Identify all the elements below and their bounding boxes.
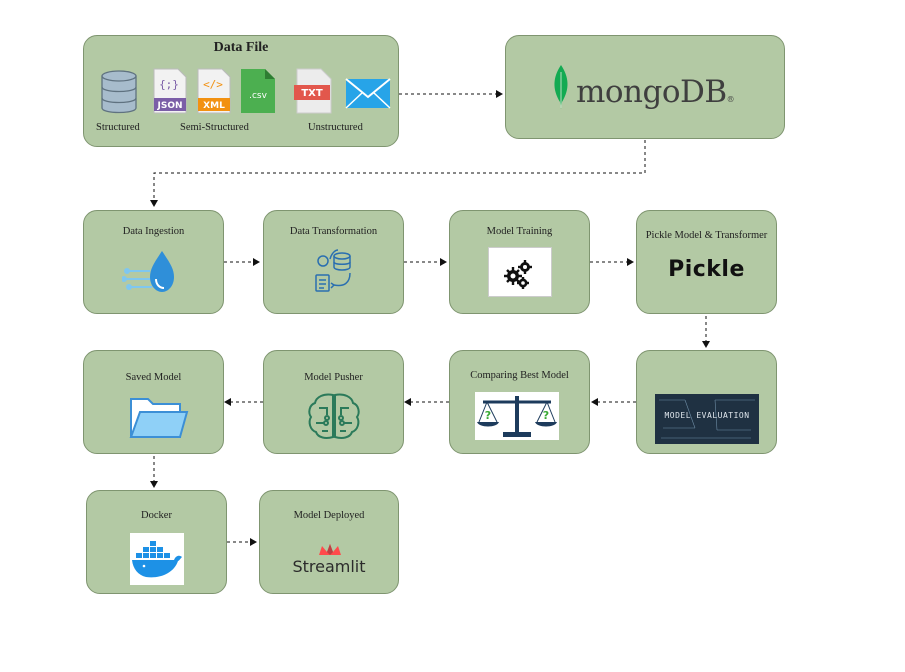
- xml-badge: XML: [203, 101, 225, 111]
- comparing-label: Comparing Best Model: [470, 370, 569, 381]
- saved-model-box: Saved Model: [83, 350, 224, 454]
- arrow-mongodb-to-ingestion: [150, 140, 646, 207]
- model-training-label: Model Training: [486, 226, 553, 237]
- model-pusher-label: Model Pusher: [304, 372, 363, 383]
- gears-image: [488, 247, 552, 297]
- structured-label: Structured: [96, 122, 140, 133]
- comparing-box: Comparing Best Model ? ?: [449, 350, 590, 454]
- scale-image: ? ?: [475, 392, 559, 440]
- unstructured-label: Unstructured: [308, 122, 363, 133]
- xml-file-icon: </> XML: [197, 68, 231, 114]
- model-evaluation-text: MODEL EVALUATION: [664, 411, 750, 420]
- balance-scale-icon: ? ?: [477, 396, 557, 437]
- docker-whale-icon: [132, 541, 182, 578]
- pickle-box: Pickle Model & Transformer Pickle: [636, 210, 777, 314]
- csv-badge: .csv: [249, 91, 267, 101]
- svg-text:?: ?: [543, 409, 549, 422]
- mail-icon: [345, 78, 391, 109]
- data-transformation-box: Data Transformation: [263, 210, 404, 314]
- svg-text:</>: </>: [203, 78, 223, 91]
- folder-icon: [129, 398, 189, 438]
- svg-text:{;}: {;}: [159, 78, 179, 91]
- ai-brain-icon: [308, 393, 360, 439]
- model-pusher-box: Model Pusher: [263, 350, 404, 454]
- gears-icon: [504, 260, 532, 289]
- docker-label: Docker: [141, 510, 172, 521]
- pickle-logo: Pickle: [668, 257, 745, 282]
- saved-model-label: Saved Model: [125, 372, 182, 383]
- model-deployed-box: Model Deployed Streamlit: [259, 490, 399, 594]
- txt-badge: TXT: [301, 88, 323, 99]
- docker-box: Docker: [86, 490, 227, 594]
- streamlit-wordmark: Streamlit: [292, 557, 366, 576]
- data-transformation-label: Data Transformation: [289, 226, 378, 237]
- model-evaluation-box: MODEL EVALUATION: [636, 350, 777, 454]
- data-drop-icon: [122, 251, 174, 292]
- data-ingestion-label: Data Ingestion: [122, 226, 185, 237]
- data-file-title: Data File: [213, 40, 269, 55]
- evaluation-network-icon: [659, 399, 755, 439]
- mongodb-wordmark: mongoDB®: [576, 74, 735, 110]
- json-file-icon: {;} JSON: [153, 68, 187, 114]
- registered-mark: ®: [726, 95, 735, 104]
- mongodb-leaf-icon: [554, 65, 568, 109]
- svg-text:?: ?: [485, 409, 491, 422]
- txt-file-icon: TXT: [294, 68, 332, 114]
- csv-file-icon: .csv: [241, 69, 275, 113]
- mongodb-box: mongoDB®: [505, 35, 785, 139]
- transform-icon: [315, 249, 351, 292]
- model-deployed-label: Model Deployed: [293, 510, 365, 521]
- database-icon: [101, 70, 137, 114]
- data-ingestion-box: Data Ingestion: [83, 210, 224, 314]
- pickle-label: Pickle Model & Transformer: [645, 230, 768, 241]
- model-evaluation-image: MODEL EVALUATION: [655, 394, 759, 444]
- model-training-box: Model Training: [449, 210, 590, 314]
- semi-structured-label: Semi-Structured: [180, 122, 249, 133]
- json-badge: JSON: [156, 101, 182, 111]
- streamlit-crown-icon: [319, 544, 341, 555]
- docker-logo-tile: [130, 533, 184, 585]
- data-file-box: Data File {;} JSON </> XML: [83, 35, 399, 147]
